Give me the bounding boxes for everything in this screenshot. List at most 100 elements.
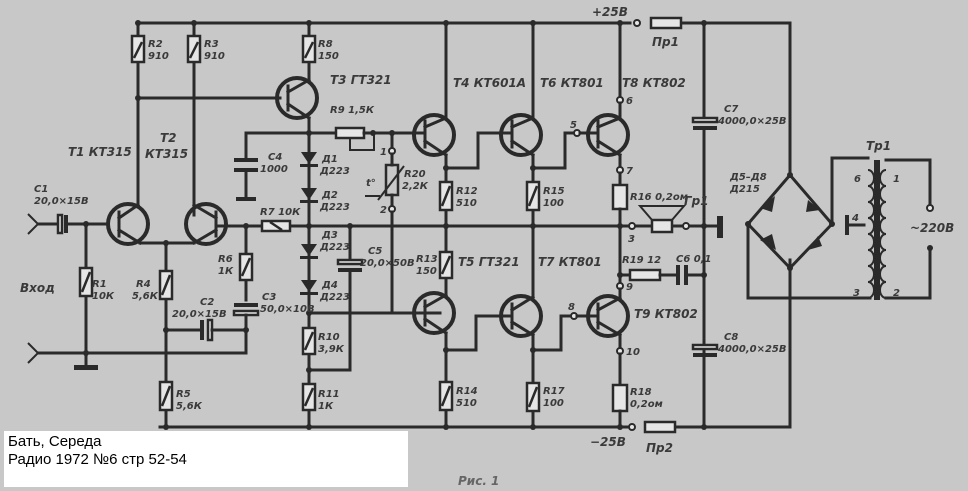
resistor-r7 (260, 219, 292, 233)
diode-d4 (300, 280, 318, 295)
resistor-r12 (438, 180, 454, 212)
positive-rail (136, 21, 792, 177)
resistor-r2 (130, 21, 146, 207)
terminal-6-label: 6 (626, 96, 633, 107)
t6-ref: Т6 КТ801 (540, 76, 604, 90)
r19-label: R19 12 (622, 255, 661, 266)
fuse-pr1-label: Пр1 (652, 35, 679, 49)
ground-symbol (717, 216, 723, 238)
resistor-r17 (525, 381, 541, 413)
capacitor-c2 (164, 318, 248, 342)
caption-authors: Бать, Середа (8, 433, 102, 450)
mains-terminal-1[interactable] (926, 204, 934, 212)
r7-label: R7 10К (260, 207, 301, 218)
resistor-r18 (611, 352, 629, 429)
transformer-tr1 (845, 158, 934, 300)
resistor-r9 (307, 126, 412, 151)
resistor-r5 (158, 380, 174, 412)
mains-label: ~220В (910, 221, 954, 235)
transformer-pin-4: 4 (851, 213, 859, 224)
capacitor-c3 (232, 303, 260, 355)
resistor-r10 (301, 326, 317, 356)
input-jack-bottom[interactable] (27, 342, 248, 364)
resistor-r6 (238, 224, 254, 302)
resistor-r19 (618, 268, 678, 282)
diode-d2 (300, 188, 318, 203)
transistor-t1 (106, 202, 150, 246)
terminal-5-label: 5 (570, 120, 577, 131)
capacitor-c7 (691, 21, 719, 429)
negative-rail (158, 258, 792, 429)
diode-d1 (300, 152, 318, 167)
t1-ref: Т1 КТ315 (68, 145, 132, 159)
transformer-pin-6: 6 (854, 174, 861, 185)
resistor-r14 (438, 380, 454, 412)
input-label: Вход (20, 281, 55, 295)
terminal-3-label: 3 (628, 234, 635, 245)
capacitor-c5 (307, 224, 364, 372)
t3-ref: Т3 ГТ321 (330, 73, 392, 87)
bridge-rectifier-d5-d8 (745, 156, 872, 300)
resistor-r1 (78, 222, 94, 358)
transistor-t2 (184, 202, 248, 246)
resistor-r11 (301, 382, 317, 412)
t9-ref: Т9 КТ802 (634, 307, 698, 321)
t5-ref: Т5 ГТ321 (458, 255, 520, 269)
capacitor-c6 (676, 265, 706, 285)
thermistor-r20 (365, 131, 405, 315)
fuse-pr1 (649, 16, 683, 30)
r9-label: R9 1,5К (330, 105, 375, 116)
speaker-gr1 (628, 205, 690, 234)
caption-box: Бать, Середа Радио 1972 №6 стр 52-54 (4, 431, 408, 487)
terminal-7-label: 7 (626, 166, 633, 177)
capacitor-c8 (691, 343, 719, 357)
transformer-pin-2: 2 (893, 288, 900, 299)
speaker-label: Гр1 (684, 194, 709, 208)
input-jack-top[interactable] (27, 213, 60, 235)
t7-ref: Т7 КТ801 (538, 255, 602, 269)
mains-terminal-2[interactable] (927, 245, 933, 251)
terminal-2-label: 2 (380, 205, 387, 216)
fuse-pr2-label: Пр2 (646, 441, 673, 455)
t8-ref: Т8 КТ802 (622, 76, 686, 90)
t2-type: КТ315 (145, 147, 188, 161)
c6-label: С6 0,1 (676, 254, 712, 265)
caption-source: Радио 1972 №6 стр 52-54 (8, 451, 187, 468)
fuse-pr2 (643, 420, 677, 434)
resistor-r16 (611, 171, 629, 228)
resistor-r8 (301, 21, 317, 82)
supply-plus-label: +25В (592, 5, 628, 19)
diode-d3 (300, 244, 318, 259)
transistor-t5 (412, 224, 456, 429)
t2-ref: Т2 (160, 131, 177, 145)
resistor-r3 (186, 21, 202, 217)
r16-label: R16 0,2ом (630, 192, 688, 203)
terminal-8-label: 8 (568, 302, 575, 313)
resistor-r15 (525, 180, 541, 212)
transistor-t3 (275, 76, 319, 121)
terminal-1-label: 1 (380, 147, 387, 158)
resistor-r13 (438, 250, 454, 280)
terminal-10-label: 10 (626, 347, 640, 358)
